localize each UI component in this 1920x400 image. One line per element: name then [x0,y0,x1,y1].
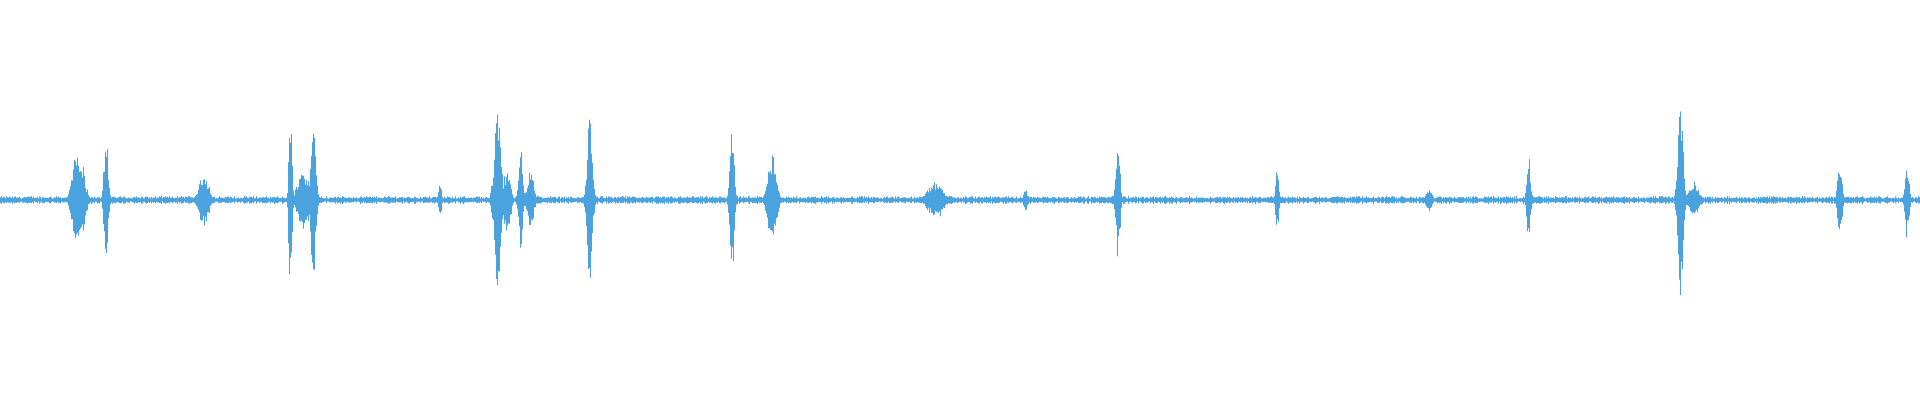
waveform-trace [0,111,1920,296]
